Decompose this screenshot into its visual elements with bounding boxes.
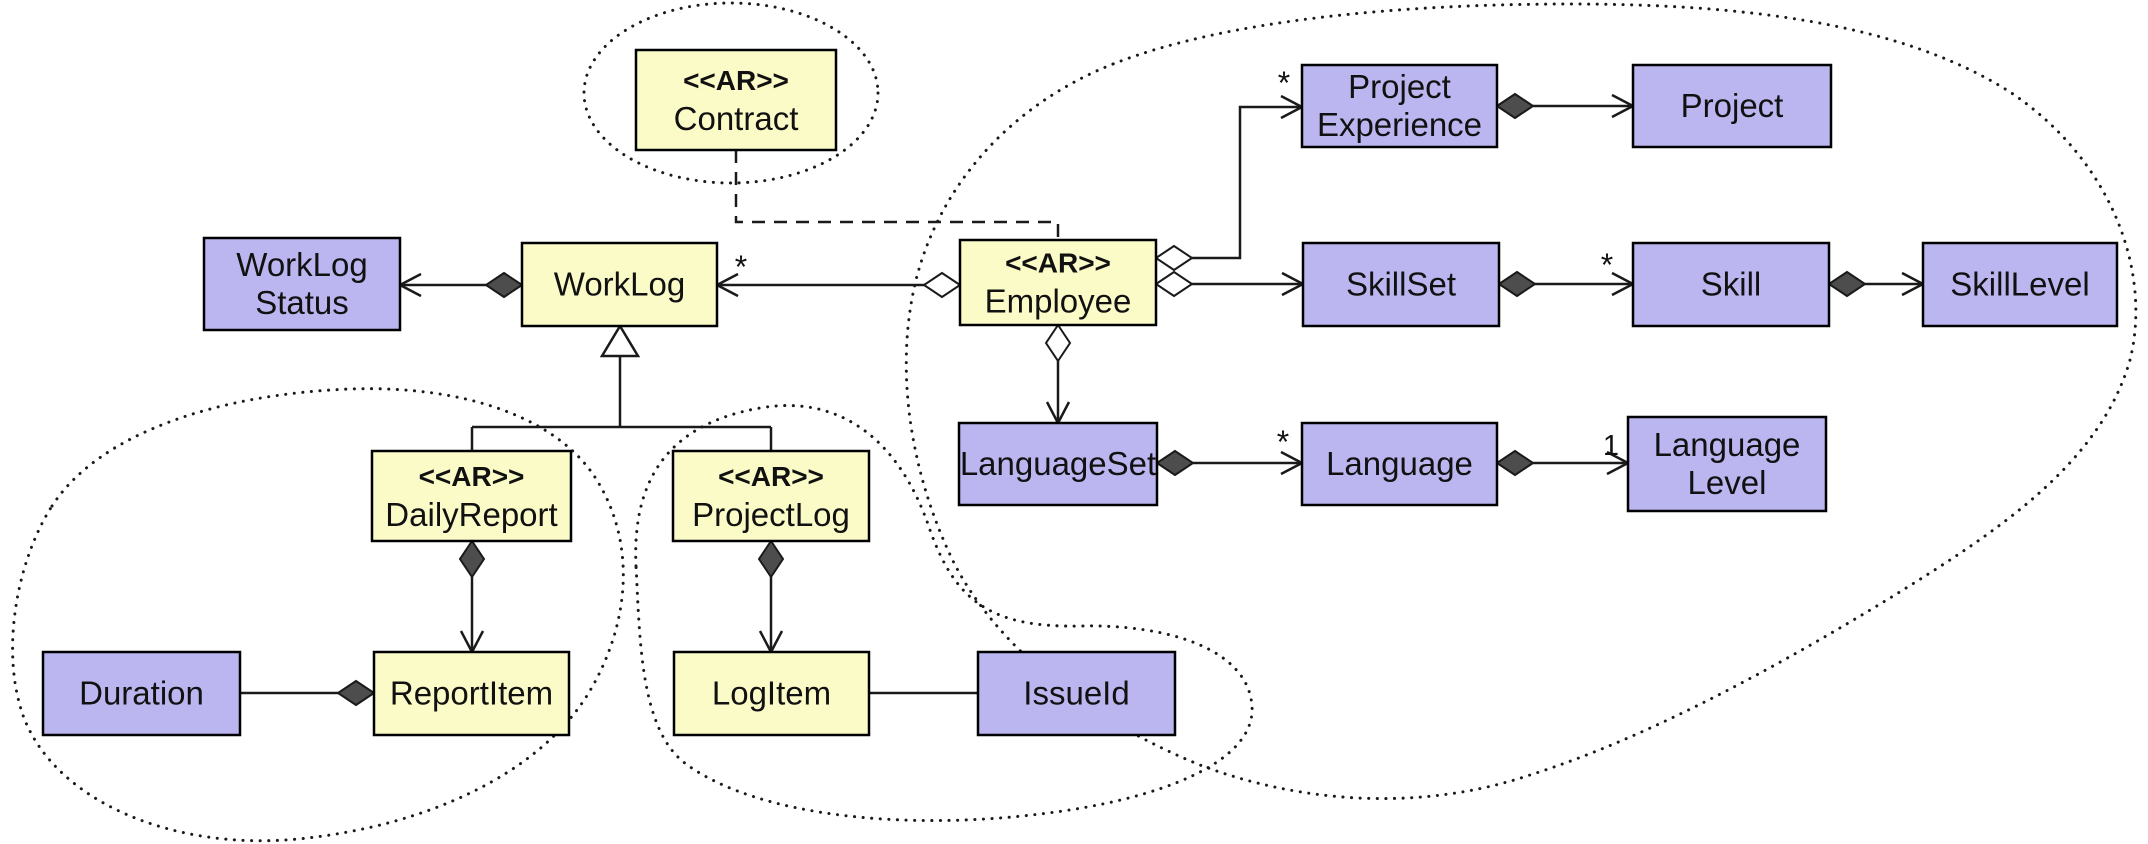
class-name-label: LogItem (712, 675, 831, 712)
boundary-dailyreport-boundary (11, 387, 625, 843)
class-name-label: SkillLevel (1950, 266, 2089, 303)
edge-worklog-to-worklogstatus (397, 271, 524, 299)
boundary-contract-boundary (582, 1, 880, 185)
composition-diamond-icon (1495, 449, 1535, 477)
aggregation-diamond-icon (1154, 270, 1194, 298)
class-name-label: WorkLog (554, 266, 685, 303)
composition-diamond-icon (336, 679, 376, 707)
class-contract: <<AR>> Contract (634, 48, 838, 152)
class-box (958, 238, 1158, 327)
class-box (372, 650, 571, 737)
aggregation-diamond-icon (1044, 323, 1072, 363)
boundary-projectlog-boundary (634, 404, 1254, 823)
edge-line (734, 150, 1060, 240)
class-name-label: LanguageSet (960, 445, 1156, 482)
class-box (976, 650, 1177, 737)
composition-diamond-icon (1827, 270, 1867, 298)
class-name-label: Language (1326, 445, 1473, 482)
class-name-label: DailyReport (385, 496, 557, 533)
composition-diamond-icon (1497, 270, 1537, 298)
class-skill: Skill (1631, 241, 1831, 328)
class-name-label: Project (1681, 87, 1784, 124)
class-name-label: Employee (985, 283, 1132, 320)
composition-diamond-icon (1495, 92, 1535, 120)
multiplicity-label: * (735, 249, 747, 285)
class-box (370, 449, 573, 543)
composition-diamond-icon (484, 271, 524, 299)
class-box (1626, 415, 1828, 513)
class-box (634, 48, 838, 152)
stereotype-label: <<AR>> (718, 461, 824, 492)
multiplicity-label: * (1278, 65, 1290, 101)
stereotype-label: <<AR>> (1005, 248, 1111, 279)
edge-reportitem-to-duration (240, 679, 376, 707)
class-box (1921, 241, 2119, 328)
class-box (671, 449, 871, 543)
class-box (41, 650, 242, 737)
class-dailyreport: <<AR>> DailyReport (370, 449, 573, 543)
class-name-label: Project (1348, 68, 1451, 105)
aggregation-diamond-icon (922, 271, 962, 299)
class-box (202, 236, 402, 332)
class-skillset: SkillSet (1301, 241, 1501, 328)
edge-projectlog-to-logitem (757, 539, 785, 655)
class-name-label: Skill (1701, 266, 1762, 303)
class-projectlog: <<AR>> ProjectLog (671, 449, 871, 543)
edge-line (1156, 105, 1302, 260)
class-skilllevel: SkillLevel (1921, 241, 2119, 328)
generalization-triangle-icon (599, 323, 641, 358)
class-logitem: LogItem (672, 650, 871, 737)
class-employee: <<AR>> Employee (958, 238, 1158, 327)
class-name-label: Language (1654, 426, 1801, 463)
multiplicity-label: * (1601, 247, 1613, 283)
class-box (957, 421, 1159, 507)
class-issueid: IssueId (976, 650, 1177, 737)
class-box (1631, 63, 1833, 149)
edge-contract-to-employee (734, 150, 1060, 240)
class-box (1300, 63, 1499, 149)
edge-employee-to-projectexperience (1154, 94, 1305, 272)
edge-projectexperience-to-project (1495, 92, 1636, 120)
stereotype-label: <<AR>> (683, 65, 789, 96)
class-box (520, 241, 719, 328)
class-name-label: SkillSet (1346, 266, 1456, 303)
class-languageset: LanguageSet (957, 421, 1159, 507)
class-name-label: Duration (79, 675, 204, 712)
stereotype-label: <<AR>> (419, 461, 525, 492)
class-name-label: Experience (1317, 106, 1482, 143)
class-language: Language (1300, 421, 1499, 507)
class-box (1301, 241, 1501, 328)
class-reportitem: ReportItem (372, 650, 571, 737)
class-name-label: IssueId (1023, 675, 1129, 712)
class-box (1631, 241, 1831, 328)
composition-diamond-icon (1155, 449, 1195, 477)
class-name-label: WorkLog (236, 246, 367, 283)
class-project: Project (1631, 63, 1833, 149)
multiplicity-label: * (1277, 424, 1289, 460)
composition-diamond-icon (458, 539, 486, 579)
aggregation-diamond-icon (1154, 244, 1194, 272)
class-name-label: Level (1688, 464, 1767, 501)
class-box (1300, 421, 1499, 507)
composition-diamond-icon (757, 539, 785, 579)
class-name-label: ProjectLog (692, 496, 850, 533)
edge-employee-to-skillset (1154, 270, 1306, 298)
class-name-label: ReportItem (390, 675, 553, 712)
class-duration: Duration (41, 650, 242, 737)
edge-worklog-generalization (470, 323, 773, 451)
class-box (672, 650, 871, 737)
class-worklog: WorkLog (520, 241, 719, 328)
class-name-label: Contract (674, 100, 799, 137)
class-name-label: Status (255, 284, 349, 321)
multiplicity-label: 1 (1603, 430, 1619, 462)
edge-language-to-languagelevel (1495, 449, 1631, 477)
